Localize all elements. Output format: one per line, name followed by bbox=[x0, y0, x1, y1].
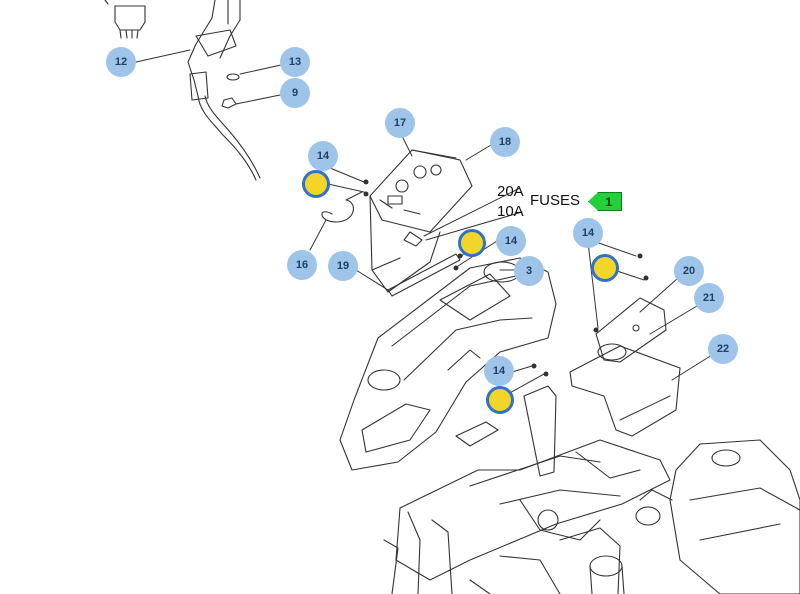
callout-16[interactable]: 16 bbox=[287, 250, 317, 280]
dash-plate-part bbox=[595, 297, 667, 363]
control-panel-box bbox=[369, 149, 473, 293]
callout-22[interactable]: 22 bbox=[708, 334, 738, 364]
chassis-frame-part bbox=[383, 421, 673, 594]
callout-17[interactable]: 17 bbox=[385, 108, 415, 138]
hotspot-marker[interactable] bbox=[486, 386, 514, 414]
callout-21[interactable]: 21 bbox=[694, 283, 724, 313]
hotspot-marker[interactable] bbox=[591, 254, 619, 282]
fuses-reference-tag[interactable]: 1 bbox=[588, 192, 622, 211]
hotspot-marker[interactable] bbox=[302, 170, 330, 198]
fender-pan-part bbox=[339, 257, 557, 471]
svg-text:—————: ————— bbox=[625, 395, 665, 420]
hotspot-marker[interactable] bbox=[458, 229, 486, 257]
fuel-tank-part bbox=[669, 439, 800, 594]
cable-loop-part bbox=[321, 191, 363, 223]
callout-19[interactable]: 19 bbox=[328, 251, 358, 281]
fuse-20a-label: 20A bbox=[497, 183, 524, 200]
side-panel-part: ————— bbox=[569, 345, 681, 437]
mount-bracket-part bbox=[523, 385, 557, 477]
callout-14-lower[interactable]: 14 bbox=[484, 356, 514, 386]
nut-part bbox=[221, 97, 237, 109]
callout-12[interactable]: 12 bbox=[106, 47, 136, 77]
connector-harness-part bbox=[104, 0, 261, 181]
callout-13[interactable]: 13 bbox=[280, 47, 310, 77]
callout-14-upper-left[interactable]: 14 bbox=[308, 141, 338, 171]
fuse-10a-label: 10A bbox=[497, 203, 524, 220]
callout-3[interactable]: 3 bbox=[514, 256, 544, 286]
washer-part bbox=[226, 73, 240, 81]
bracket-strip-part bbox=[387, 253, 461, 297]
callout-14-center[interactable]: 14 bbox=[496, 226, 526, 256]
callout-9[interactable]: 9 bbox=[280, 78, 310, 108]
callout-18[interactable]: 18 bbox=[490, 127, 520, 157]
callout-14-right[interactable]: 14 bbox=[573, 218, 603, 248]
fuses-label: FUSES bbox=[530, 192, 581, 209]
callout-20[interactable]: 20 bbox=[674, 256, 704, 286]
